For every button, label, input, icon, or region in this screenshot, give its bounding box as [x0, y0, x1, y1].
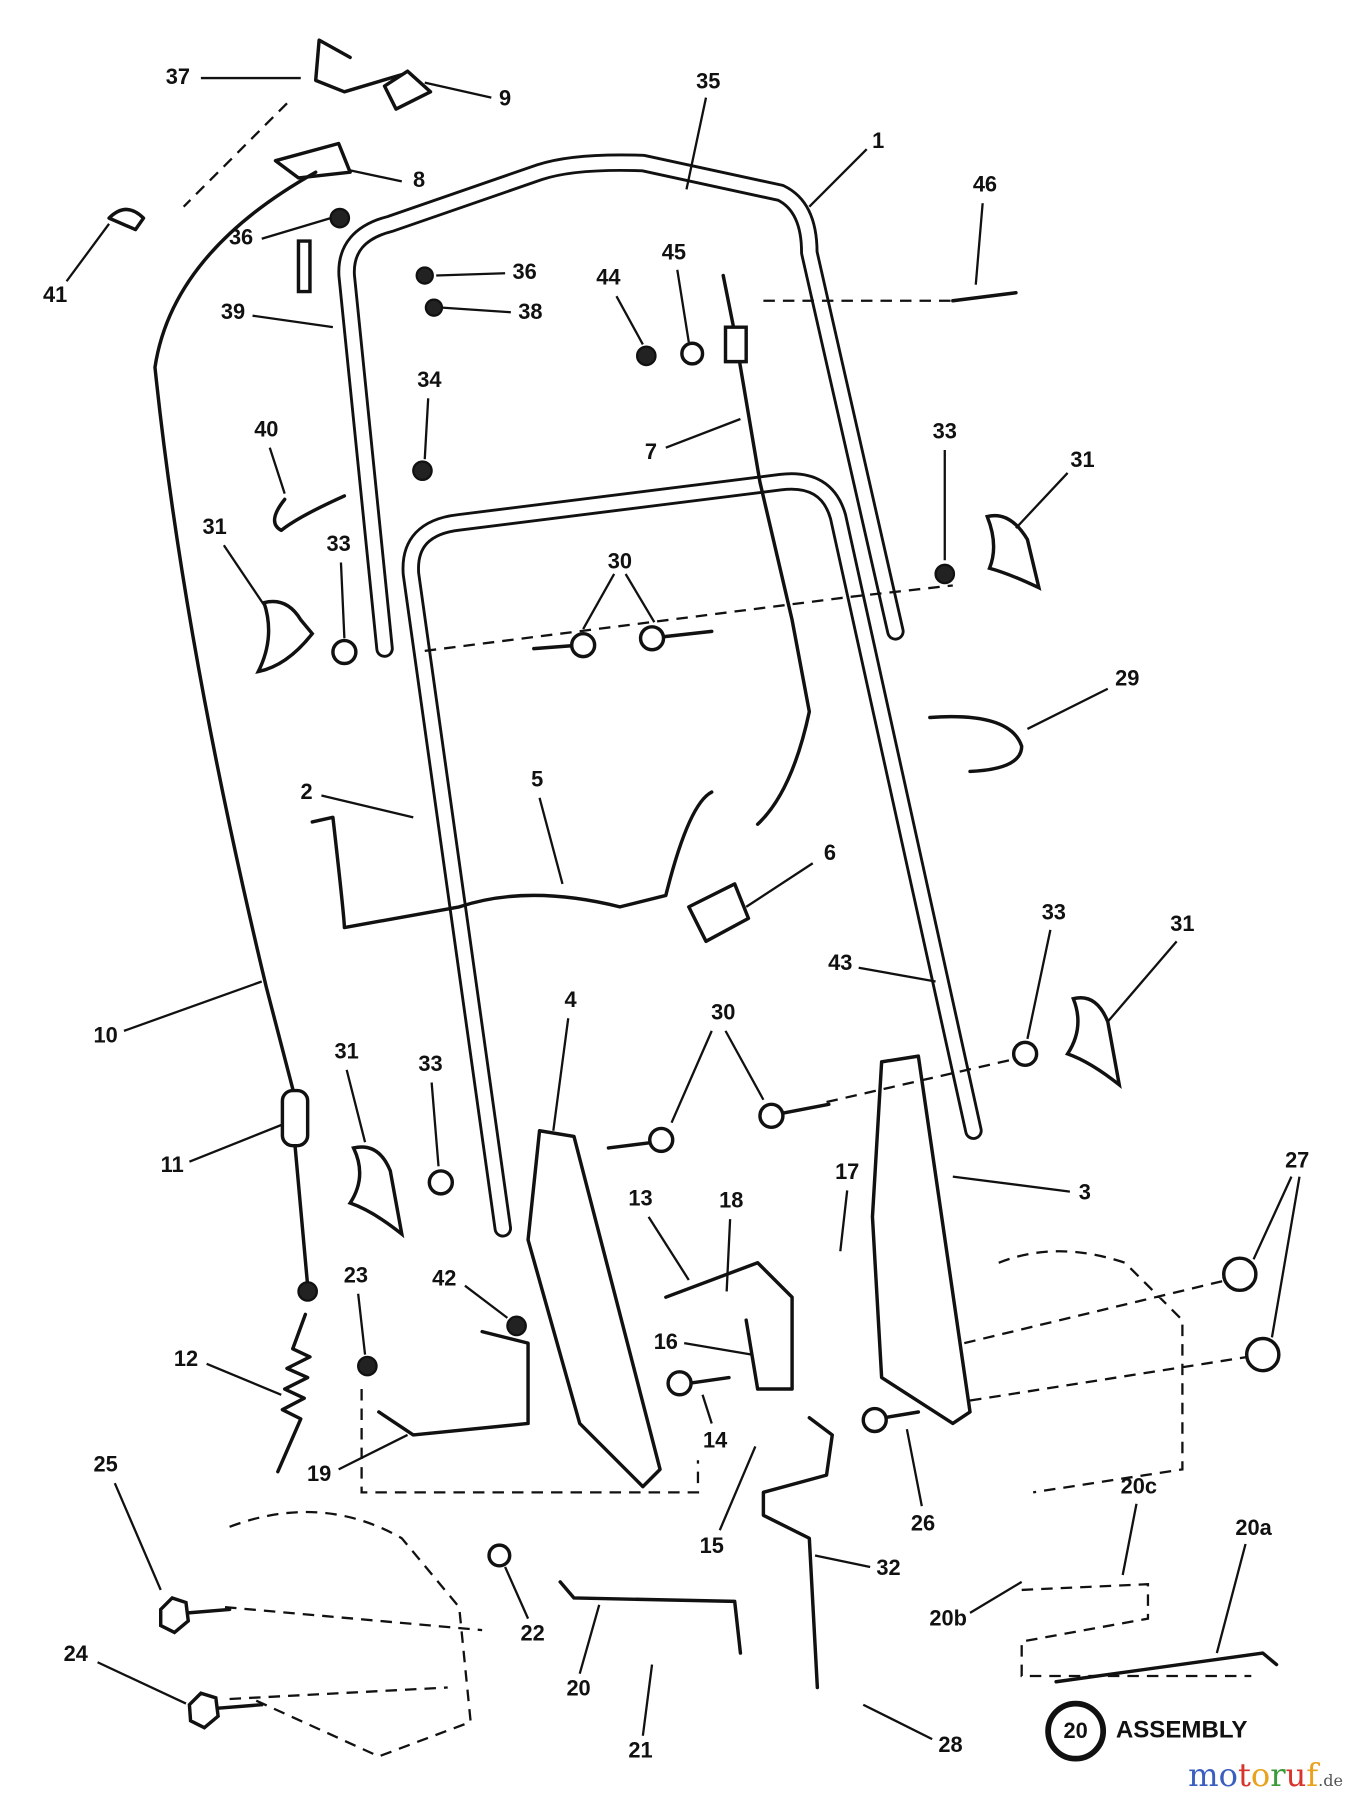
part-label: 31	[1170, 911, 1194, 936]
wire-clip	[928, 714, 1024, 774]
part-label: 7	[645, 439, 657, 464]
watermark-logo: motoruf.de	[1188, 1756, 1343, 1794]
drive-rod	[310, 790, 714, 930]
lower-handle	[401, 472, 983, 1238]
washers-and-nuts	[158, 239, 1281, 1730]
part-label: 37	[166, 64, 190, 89]
part-label: 5	[531, 766, 543, 791]
part-label: 20b	[929, 1606, 967, 1631]
part-label: 20	[566, 1676, 590, 1701]
part-label: 20c	[1121, 1474, 1157, 1499]
part-label: 33	[1042, 900, 1066, 925]
part-label: 11	[161, 1152, 184, 1177]
part-label: 13	[628, 1185, 652, 1210]
part-label: 18	[719, 1188, 743, 1213]
part-label: 15	[700, 1533, 724, 1558]
part-label: 31	[203, 514, 227, 539]
assembly-lines	[182, 102, 1263, 1758]
part-label: 10	[93, 1022, 117, 1047]
part-label: 4	[564, 987, 576, 1012]
part-label: 31	[1070, 447, 1094, 472]
part-label: 8	[413, 167, 425, 192]
part-label: 36	[229, 225, 253, 250]
part-label: 22	[521, 1620, 545, 1645]
part-label: 46	[973, 172, 997, 197]
assembly-legend: 20 ASSEMBLY	[1045, 1700, 1248, 1762]
bolts	[186, 291, 1018, 1710]
part-label: 32	[876, 1555, 900, 1580]
part-label: 30	[608, 548, 632, 573]
part-label: 17	[835, 1159, 859, 1184]
part-label: 21	[628, 1738, 652, 1763]
right-bracket	[870, 1054, 972, 1426]
part-label: 45	[662, 239, 686, 264]
part-label: 35	[696, 68, 720, 93]
part-label: 36	[512, 259, 536, 284]
part-label: 14	[703, 1428, 727, 1453]
part-label: 33	[418, 1051, 442, 1076]
part-label: 42	[432, 1266, 456, 1291]
part-label: 19	[307, 1461, 331, 1486]
left-bracket	[526, 1129, 662, 1489]
part-label: 40	[254, 416, 278, 441]
part-label: 23	[344, 1262, 368, 1287]
part-label: 33	[933, 419, 957, 444]
cable-connector	[280, 1088, 310, 1148]
part-label: 31	[335, 1038, 359, 1063]
part-label: 27	[1285, 1148, 1309, 1173]
part-label: 38	[518, 299, 542, 324]
part-label: 26	[911, 1510, 935, 1535]
part-label: 28	[938, 1732, 962, 1757]
assembly-label: ASSEMBLY	[1116, 1716, 1248, 1743]
upper-handle	[337, 153, 905, 658]
part-label: 16	[654, 1329, 678, 1354]
part-label: 33	[327, 531, 351, 556]
drive-cable	[721, 273, 812, 826]
part-label: 9	[499, 86, 511, 111]
part-label: 30	[711, 999, 735, 1024]
part-label: 29	[1115, 665, 1139, 690]
clip-bracket	[687, 882, 751, 944]
part-label: 34	[417, 367, 441, 392]
cable-end	[293, 1143, 310, 1288]
part-label: 3	[1079, 1180, 1091, 1205]
knobs	[255, 513, 1122, 1239]
part-label: 39	[221, 299, 245, 324]
control-cable	[153, 170, 318, 1104]
part-label: 12	[174, 1346, 198, 1371]
part-label: 41	[43, 282, 67, 307]
part-label: 24	[64, 1641, 88, 1666]
part-label: 6	[824, 840, 836, 865]
part-label: 25	[93, 1452, 117, 1477]
part-label: 43	[828, 950, 852, 975]
rods	[107, 38, 1279, 1690]
part-label: 1	[872, 128, 884, 153]
part-label: 2	[300, 779, 312, 804]
part-label: 20a	[1235, 1515, 1272, 1540]
assembly-circle	[1045, 1700, 1107, 1762]
spring	[276, 1312, 312, 1474]
part-label: 44	[596, 265, 620, 290]
leader-lines	[65, 76, 1301, 1741]
assembly-number: 20	[1064, 1718, 1088, 1743]
